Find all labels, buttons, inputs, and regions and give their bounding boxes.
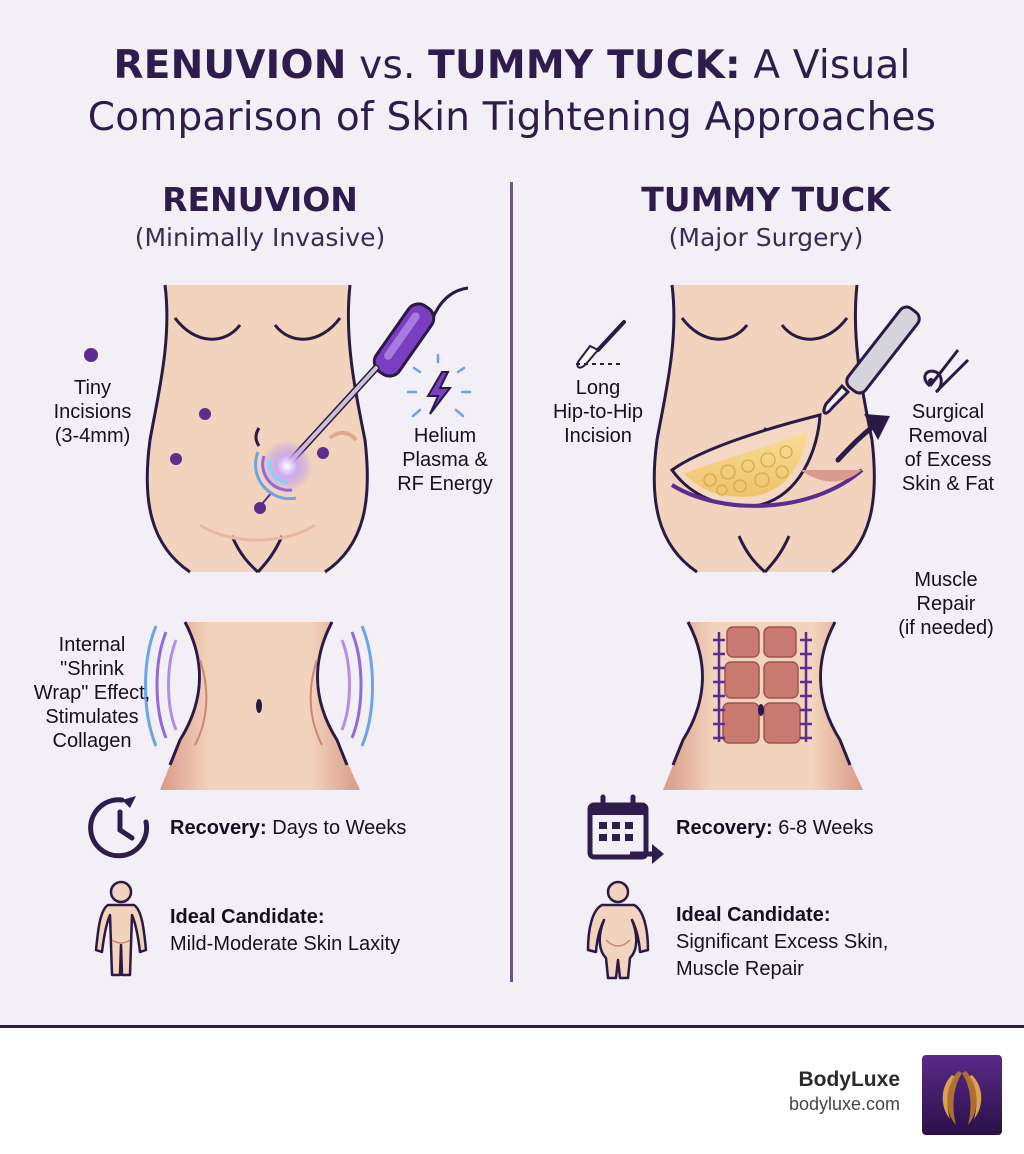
scalpel-icon <box>576 320 626 369</box>
label-line: Stimulates <box>45 706 139 728</box>
candidate-value: Mild-Moderate Skin Laxity <box>170 933 401 955</box>
clock-icon <box>88 796 150 859</box>
recovery-text: Recovery: 6-8 Weeks <box>676 815 874 842</box>
label-line: (3-4mm) <box>54 425 131 447</box>
label-line: Hip-to-Hip <box>552 401 644 423</box>
renuvion-recovery: Recovery: Days to Weeks <box>170 815 406 842</box>
label-line: Removal <box>908 425 988 447</box>
tummy-tuck-torso <box>652 284 876 574</box>
infographic: RENUVION vs. TUMMY TUCK: A Visual Compar… <box>0 40 1024 983</box>
footer: BodyLuxe bodyluxe.com <box>0 1025 1024 1154</box>
brand-logo[interactable] <box>922 1055 1002 1135</box>
title-line-1: RENUVION vs. TUMMY TUCK: A Visual <box>0 40 1024 92</box>
tummy-tuck-candidate: Ideal Candidate: Significant Excess Skin… <box>676 902 888 983</box>
label-helium-plasma: Helium Plasma & RF Energy <box>390 424 500 496</box>
column-divider <box>510 182 513 982</box>
brand-url[interactable]: bodyluxe.com <box>788 1094 900 1114</box>
label-shrink-wrap: Internal "Shrink Wrap" Effect, Stimulate… <box>32 633 152 753</box>
lightning-icon <box>406 353 472 418</box>
recovery-text: Recovery: Days to Weeks <box>170 815 406 842</box>
page-title: RENUVION vs. TUMMY TUCK: A Visual Compar… <box>0 40 1024 144</box>
label-line: Wrap" Effect, <box>33 682 151 704</box>
label-line: Long <box>575 377 621 399</box>
renuvion-torso <box>145 284 369 574</box>
tummy-tuck-subtitle: (Major Surgery) <box>668 223 864 252</box>
label-line: "Shrink <box>60 658 124 680</box>
candidate-text: Ideal Candidate: Significant Excess Skin… <box>676 902 888 983</box>
recovery-value: 6-8 Weeks <box>772 817 874 839</box>
candidate-value-1: Significant Excess Skin, <box>676 931 889 953</box>
label-line: Muscle <box>914 569 978 591</box>
arrow-icon <box>835 414 890 463</box>
illustrations <box>84 284 970 980</box>
title-a-visual: A Visual <box>740 43 911 88</box>
title-tummy-tuck: TUMMY TUCK: <box>428 43 741 88</box>
label-long-incision: Long Hip-to-Hip Incision <box>540 376 656 448</box>
label-line: Collagen <box>52 730 132 752</box>
tummy-tuck-title: TUMMY TUCK <box>641 180 891 219</box>
recovery-key: Recovery: <box>676 817 773 839</box>
label-muscle-repair: Muscle Repair (if needed) <box>886 568 1006 640</box>
candidate-text: Ideal Candidate: Mild-Moderate Skin Laxi… <box>170 904 400 958</box>
tummy-tuck-heading: TUMMY TUCK (Major Surgery) <box>516 180 1016 256</box>
brand-name: BodyLuxe <box>798 1068 900 1091</box>
renuvion-waist <box>144 621 374 790</box>
renuvion-wand <box>254 286 469 501</box>
renuvion-candidate: Ideal Candidate: Mild-Moderate Skin Laxi… <box>170 904 400 958</box>
person-icon-heavy <box>586 880 650 980</box>
label-surgical-removal: Surgical Removal of Excess Skin & Fat <box>892 400 1004 496</box>
forceps-icon <box>923 349 970 394</box>
title-vs: vs. <box>346 43 429 88</box>
label-line: RF Energy <box>397 473 493 495</box>
label-line: Surgical <box>911 401 985 423</box>
candidate-value-2: Muscle Repair <box>676 958 804 980</box>
calendar-icon <box>587 794 664 864</box>
label-line: Skin & Fat <box>901 473 995 495</box>
incision-dots <box>84 348 329 514</box>
renuvion-heading: RENUVION (Minimally Invasive) <box>10 180 510 256</box>
label-line: of Excess <box>904 449 992 471</box>
label-line: Incision <box>564 425 632 447</box>
recovery-value: Days to Weeks <box>266 817 407 839</box>
recovery-key: Recovery: <box>170 817 267 839</box>
person-icon <box>94 880 148 977</box>
renuvion-subtitle: (Minimally Invasive) <box>134 223 386 252</box>
title-line-2: Comparison of Skin Tightening Approaches <box>87 95 937 140</box>
label-line: Internal <box>58 634 126 656</box>
label-line: Helium <box>413 425 477 447</box>
tummy-tuck-recovery: Recovery: 6-8 Weeks <box>676 815 874 842</box>
candidate-key: Ideal Candidate: <box>676 904 831 926</box>
label-line: (if needed) <box>898 617 994 639</box>
label-line: Repair <box>916 593 976 615</box>
label-line: Tiny <box>73 377 112 399</box>
label-line: Incisions <box>53 401 132 423</box>
tummy-tuck-waist <box>663 621 863 790</box>
renuvion-title: RENUVION <box>162 180 358 219</box>
logo-mark-icon <box>922 1055 1002 1135</box>
label-line: Plasma & <box>402 449 488 471</box>
large-scalpel-icon <box>822 305 921 415</box>
label-tiny-incisions: Tiny Incisions (3-4mm) <box>40 376 145 448</box>
title-renuvion: RENUVION <box>113 43 347 88</box>
candidate-key: Ideal Candidate: <box>170 906 325 928</box>
